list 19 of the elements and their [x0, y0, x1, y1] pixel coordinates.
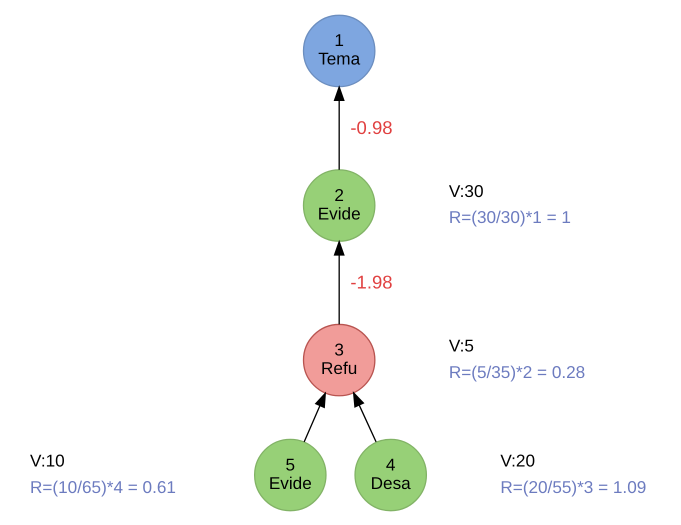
node-label: V:10 [30, 450, 65, 470]
node-label: V:20 [500, 450, 536, 470]
arrow [334, 239, 345, 324]
node-circle: 4 Desa [354, 438, 428, 511]
node-label: R=(5/35)*2 = 0.28 [448, 361, 586, 382]
node-label: V:30 [448, 180, 484, 200]
node-label: V:5 [448, 334, 474, 355]
node-label: R=(20/55)*3 = 1.09 [500, 476, 646, 496]
arrow [334, 84, 345, 170]
node-circle: 1 Tema [302, 14, 376, 87]
arrow [304, 391, 326, 442]
node-circle: 5 Evide [254, 438, 327, 511]
edge-label: -1.98 [350, 270, 393, 292]
node-label: R=(10/65)*4 = 0.61 [30, 476, 176, 496]
node-label: R=(30/30)*1 = 1 [448, 206, 571, 227]
arrow [352, 390, 377, 442]
node-circle: 2 Evide [302, 168, 376, 242]
node-circle: 3 Refu [302, 323, 376, 396]
edge-label: -0.98 [350, 116, 393, 138]
